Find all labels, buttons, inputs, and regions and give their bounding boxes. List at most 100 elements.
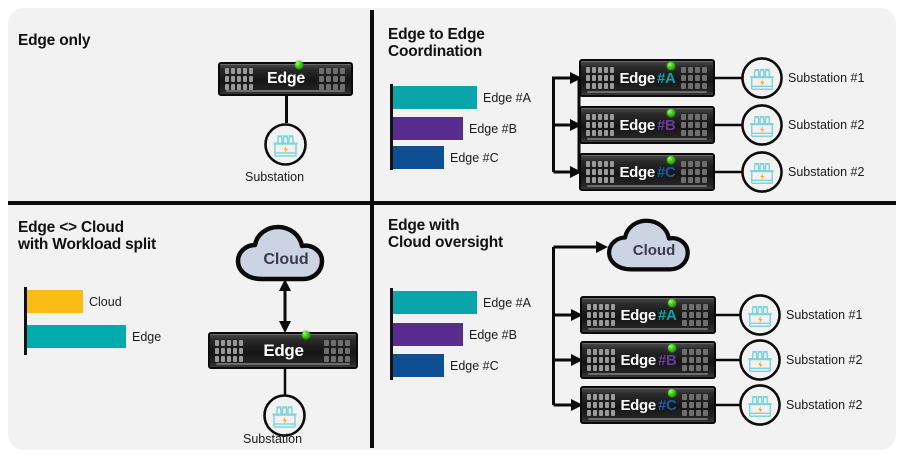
rack-label: Edge: [619, 163, 655, 181]
substation-label: Substation #2: [788, 165, 865, 179]
rack-base-strip: [588, 328, 708, 330]
chart-bar-label: Edge #B: [469, 327, 517, 342]
chart-bar: [393, 117, 463, 140]
substation-icon: [739, 339, 781, 381]
rack-vent-right-icon: [324, 339, 350, 362]
chart-bar-row: Edge #A: [393, 86, 531, 109]
rack-vent-right-icon: [681, 67, 707, 89]
chart-bar-row: Edge #C: [393, 146, 499, 169]
substation-label: Substation #2: [788, 118, 865, 132]
chart-bar: [393, 323, 463, 346]
chart-bar-row: Edge: [27, 325, 161, 348]
bolt-icon: [283, 145, 289, 154]
rack-tag: #A: [656, 69, 676, 87]
chart-bar-label: Cloud: [89, 294, 122, 309]
rack-vent-left-icon: [225, 68, 253, 90]
substation-node[interactable]: [263, 122, 308, 167]
status-led-icon: [667, 61, 675, 70]
rack-vent-left-icon: [215, 339, 243, 362]
rack-label: Edge: [620, 306, 656, 324]
rack-vent-left-icon: [586, 114, 614, 136]
cloud-icon: [606, 218, 690, 272]
chart-bar-label: Edge #A: [483, 295, 531, 310]
chart-axis: [24, 287, 27, 355]
rack-label: Edge: [263, 340, 304, 360]
server-rack-edge-b[interactable]: Edge#B: [579, 106, 715, 144]
rack-tag: #B: [657, 351, 677, 369]
rack-vent-left-icon: [586, 67, 614, 89]
substation-label: Substation #1: [786, 308, 863, 322]
rack-label: Edge: [267, 70, 305, 87]
chart-bar-row: Edge #C: [393, 354, 499, 377]
substation-label: Substation: [245, 170, 305, 184]
rack-tag: #A: [657, 306, 677, 324]
substation-icon: [264, 123, 307, 166]
quadrant-title-edge-cloud-split: Edge <> Cloud with Workload split: [18, 219, 157, 253]
substation-icon: [263, 394, 306, 437]
server-rack-edge-b[interactable]: Edge#B: [580, 341, 716, 379]
cloud-node[interactable]: Cloud: [602, 217, 706, 275]
server-rack-edge-c[interactable]: Edge#C: [580, 386, 716, 424]
substation-icon: [741, 104, 783, 146]
rack-base-strip: [588, 373, 708, 375]
cloud-label: Cloud: [263, 251, 309, 268]
quadrant-title-edge-cloud-oversight: Edge with Cloud oversight: [388, 217, 503, 251]
rack-base-strip: [588, 418, 708, 420]
server-rack-edge-a[interactable]: Edge#A: [579, 59, 715, 97]
rack-vent-left-icon: [587, 394, 615, 416]
server-rack-edge[interactable]: Edge: [208, 330, 358, 369]
chart-bar-label: Edge: [132, 329, 162, 344]
status-led-icon: [295, 61, 303, 69]
chart-bar-label: Edge #C: [450, 358, 499, 373]
substation-node[interactable]: [738, 383, 782, 427]
workload-chart-edge-to-edge: Edge #A Edge #B Edge #C: [390, 84, 560, 170]
server-rack-edge-a[interactable]: Edge#A: [580, 296, 716, 334]
chart-bar-row: Edge #A: [393, 291, 531, 314]
status-led-icon: [667, 108, 675, 117]
bolt-icon: [760, 78, 765, 87]
rack-label: Edge: [620, 396, 656, 414]
rack-tag: #C: [656, 163, 676, 181]
substation-node[interactable]: [740, 150, 784, 194]
substation-node[interactable]: [740, 56, 784, 100]
vertical-divider: [370, 10, 374, 448]
rack-base-strip: [216, 363, 350, 365]
rack-label: Edge: [619, 69, 655, 87]
substation-node[interactable]: [738, 338, 782, 382]
rack-vent-right-icon: [681, 114, 707, 136]
server-rack-edge-c[interactable]: Edge#C: [579, 153, 715, 191]
substation-node[interactable]: [740, 103, 784, 147]
substation-node[interactable]: [262, 393, 307, 438]
rack-vent-right-icon: [682, 349, 708, 371]
rack-tag: #C: [657, 396, 677, 414]
rack-vent-left-icon: [587, 349, 615, 371]
quadrant-edge-to-edge-coordination: Edge to Edge Coordination Edge #A Edge #…: [374, 0, 904, 201]
quadrant-edge-only: Edge only Edge: [0, 0, 370, 201]
server-rack-edge[interactable]: Edge: [218, 61, 353, 96]
chart-bar: [27, 325, 126, 348]
rack-vent-right-icon: [682, 394, 708, 416]
substation-label: Substation: [243, 432, 303, 446]
bolt-icon: [760, 172, 765, 181]
chart-bar-label: Edge #C: [450, 150, 499, 165]
chart-bar-row: Edge #B: [393, 117, 517, 140]
chart-bar-row: Cloud: [27, 290, 122, 313]
cloud-node[interactable]: Cloud: [232, 223, 340, 285]
chart-bar: [393, 354, 444, 377]
quadrant-edge-with-cloud-oversight: Edge with Cloud oversight Edge #A Edge #…: [374, 205, 904, 458]
substation-icon: [739, 384, 781, 426]
substation-node[interactable]: [738, 293, 782, 337]
rack-base-strip: [226, 90, 345, 92]
rack-vent-right-icon: [682, 304, 708, 326]
rack-tag: #B: [656, 116, 676, 134]
chart-bar: [393, 86, 477, 109]
status-led-icon: [668, 388, 676, 397]
bolt-icon: [758, 315, 763, 324]
substation-label: Substation #2: [786, 353, 863, 367]
status-led-icon: [302, 330, 310, 339]
status-led-icon: [668, 343, 676, 352]
substation-label: Substation #2: [786, 398, 863, 412]
rack-vent-right-icon: [319, 68, 345, 90]
quadrant-title-edge-only: Edge only: [18, 32, 91, 49]
